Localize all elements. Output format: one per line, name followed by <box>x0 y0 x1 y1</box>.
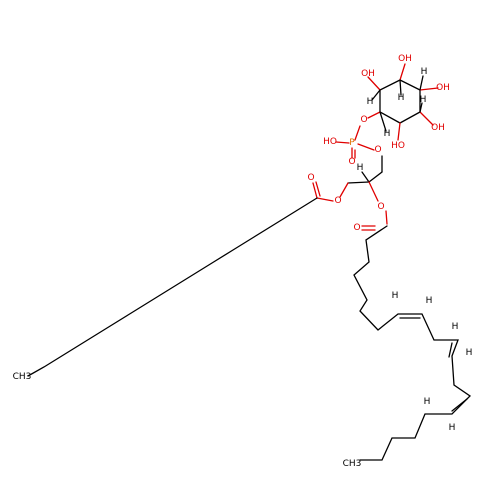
alkene-h-label: H <box>392 291 399 301</box>
h-bond <box>419 102 423 113</box>
ester-o-label: O <box>377 202 384 212</box>
ester-o-label: O <box>334 196 341 206</box>
c-c-bond <box>347 181 370 184</box>
alkene-h-label: H <box>466 348 473 358</box>
c-o-bond <box>368 181 379 202</box>
inositol-h-label: H <box>398 93 405 103</box>
glycerol-h-label: H <box>357 163 364 173</box>
phosphorus-label: P <box>349 138 355 148</box>
o-c-bond <box>316 197 334 202</box>
o-c-bond <box>385 210 388 225</box>
unsaturated-chain-backbone <box>353 225 472 461</box>
inositol-oh-label: OH <box>436 83 450 93</box>
saturated-chain-backbone <box>27 197 318 377</box>
double-bond <box>451 398 468 412</box>
h-bond <box>371 89 381 101</box>
unsaturated-chain <box>353 210 472 461</box>
carbonyl-bond <box>315 181 321 197</box>
h-bond <box>399 79 402 96</box>
alkene-h-label: H <box>424 397 431 407</box>
alkene-h-label: H <box>449 423 456 433</box>
inositol-oh-label: OH <box>431 123 445 133</box>
h-bond <box>379 111 387 132</box>
p-o-bond <box>357 143 375 151</box>
chain-end-label: CH3 <box>13 372 32 382</box>
inositol-h-label: H <box>420 95 427 105</box>
ring-bond <box>399 111 421 124</box>
c-o-bond <box>339 182 349 198</box>
inositol-h-label: H <box>384 129 391 139</box>
inositol-h-label: H <box>367 97 374 107</box>
alkene-h-label: H <box>426 296 433 306</box>
oh-bond <box>397 122 401 141</box>
alkene-h-label: H <box>452 322 459 332</box>
double-bond <box>448 342 453 358</box>
c-c-bond <box>368 171 383 183</box>
saturated-chain <box>27 181 334 377</box>
phosphate-glycerol <box>335 125 383 202</box>
inositol-h-label: H <box>421 67 428 77</box>
inositol-oh-label: OH <box>361 69 375 79</box>
inositol-oh-label: HO <box>391 141 405 151</box>
oh-bond <box>367 76 381 91</box>
carbonyl-o-label: O <box>353 223 360 233</box>
o-bond <box>367 111 381 119</box>
oh-bond <box>419 87 439 91</box>
phosphate-o-label: O <box>374 145 381 155</box>
oh-bond <box>399 63 406 81</box>
h-bond <box>419 75 424 91</box>
p-oh-bond <box>335 141 350 144</box>
ring-bond <box>379 111 401 124</box>
carbonyl-o-label: O <box>307 173 314 183</box>
c-h-bond <box>361 171 370 183</box>
chain-end-label: CH3 <box>343 459 362 469</box>
ring-bond <box>379 79 401 91</box>
atom-labels: OH OH OH OH HO H H H H H O P HO O O H O … <box>13 54 473 469</box>
phosphate-o-label: O <box>348 157 355 167</box>
ring-bond <box>399 79 421 91</box>
inositol-oh-label: OH <box>398 54 412 64</box>
carbonyl-bond <box>312 182 318 199</box>
inositol-ring <box>367 63 439 141</box>
oh-bond <box>419 111 434 126</box>
inositol-o-label: O <box>360 115 367 125</box>
o-p-bond <box>354 125 361 141</box>
phosphate-oh-label: HO <box>323 137 337 147</box>
